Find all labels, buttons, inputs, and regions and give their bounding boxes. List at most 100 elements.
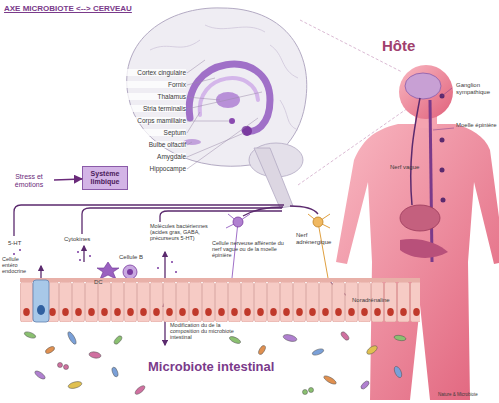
bacterium [111, 366, 119, 377]
head [399, 65, 453, 119]
leader-line [187, 97, 220, 100]
dot [13, 253, 15, 255]
arrow-up [83, 246, 84, 262]
leader-line [187, 92, 262, 109]
dot [175, 271, 177, 273]
ganglion [440, 168, 445, 173]
brainstem [254, 148, 293, 208]
dendritic-cell [97, 262, 119, 279]
part-label: Bulbe olfactif [122, 141, 186, 148]
coccus [303, 390, 308, 395]
brush-border [20, 278, 420, 282]
part-label: Fornix [122, 81, 186, 88]
part-label: Moelle épinière [456, 122, 498, 129]
stomach [400, 205, 440, 231]
gyrus [205, 25, 265, 32]
arrow-up [164, 252, 165, 278]
spinal-cord [430, 100, 432, 262]
dot [171, 261, 173, 263]
bacterium [229, 335, 242, 345]
vagus-nerve [411, 98, 420, 205]
leader-line [187, 118, 258, 169]
part-label: Nerf vague [390, 164, 434, 171]
head-brain [405, 73, 441, 99]
leader-line [187, 142, 192, 145]
part-label: Noradrénaline [352, 297, 404, 304]
part-label: 5-HT [8, 240, 32, 247]
bacterium [134, 384, 146, 396]
epithelium [20, 282, 420, 322]
part-label: Amygdale [122, 153, 186, 160]
bacterium [113, 335, 123, 346]
leader-line [187, 133, 244, 157]
dot [77, 251, 79, 253]
leader-line [433, 128, 454, 130]
part-label: Cortex cingulaire [122, 69, 186, 76]
ganglia [440, 94, 446, 203]
b-cell-nucleus [127, 269, 133, 275]
microbes [24, 331, 407, 396]
input-text-node: Stress et émotions [4, 171, 54, 191]
gyrus [270, 45, 298, 78]
coccus [64, 365, 69, 370]
bacterium [394, 334, 407, 341]
part-label: Hôte [382, 38, 452, 55]
human-body [336, 65, 499, 400]
ganglion [441, 198, 446, 203]
enteroendocrine-cell [33, 280, 49, 322]
bacterium [312, 348, 325, 357]
connector-arrow [54, 179, 82, 180]
part-label: Stria terminalis [122, 105, 186, 112]
part-label: Thalamus [122, 93, 186, 100]
bacterium [365, 344, 378, 356]
leader-line [187, 60, 205, 73]
part-label: Nature & Microbiote [438, 393, 498, 398]
diagram-title: AXE MICROBIOTE <--> CERVEAU [4, 4, 132, 13]
gyrus [150, 40, 200, 50]
dot [89, 255, 91, 257]
bacterium [360, 380, 371, 391]
leader-line [442, 88, 452, 96]
part-label: Septum [122, 129, 186, 136]
b-cell [123, 265, 137, 279]
bacterium [282, 333, 297, 342]
part-label: Cellule nerveuse afférente du nerf vague… [212, 240, 290, 258]
part-label: Cellule B [119, 254, 151, 261]
part-label: Cellule entéro endocrine [2, 256, 32, 274]
ganglion [440, 138, 445, 143]
arrow-up [40, 266, 41, 280]
fornix-arc [200, 78, 258, 115]
part-label: Cytokines [64, 236, 102, 243]
bacterium [340, 331, 350, 342]
part-label: Corps mamillaire [122, 117, 186, 124]
part-label: Modification du de la composition du mic… [170, 322, 234, 340]
part-label: Ganglion sympathique [456, 82, 498, 95]
part-label: DC [94, 279, 108, 286]
torso [336, 124, 499, 400]
pathway-lines [14, 205, 352, 345]
amygdala-shape [242, 126, 252, 136]
pathway-line [160, 211, 282, 222]
bacterium [44, 345, 55, 354]
bacterium [67, 380, 82, 389]
process-box: Système limbique [82, 166, 128, 190]
node-text: Stress et émotions [4, 173, 54, 188]
bacterium [323, 374, 338, 385]
leader-lines [187, 60, 262, 169]
dendrites [308, 214, 330, 278]
part-label: Hippocampe [122, 165, 186, 172]
intestine [400, 239, 448, 258]
part-label: Molécules bactériennes (acides gras, GAB… [150, 223, 212, 241]
bacterium [393, 365, 404, 378]
neuron-body [313, 217, 323, 227]
coccus [309, 388, 314, 393]
dot [79, 259, 81, 261]
part-label: Microbiote intestinal [148, 360, 308, 374]
pathway-line [290, 206, 318, 214]
node-text: Système limbique [83, 170, 127, 185]
coccus [58, 363, 63, 368]
gyri [140, 25, 298, 130]
gyrus [280, 100, 298, 130]
